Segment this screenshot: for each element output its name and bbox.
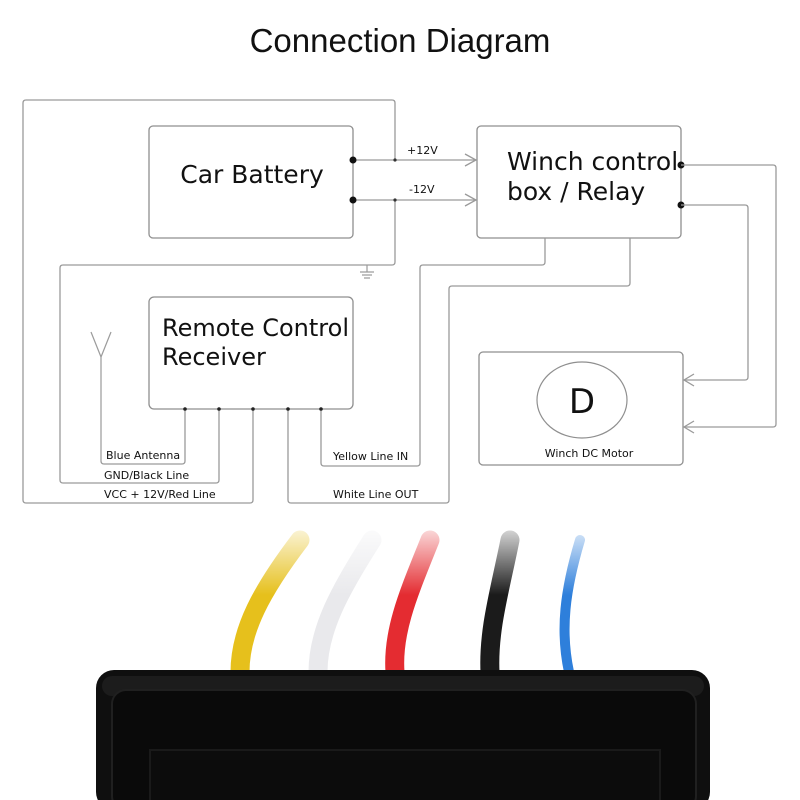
gnd-wire xyxy=(59,200,396,484)
relay-label-line2: box / Relay xyxy=(507,177,645,206)
yellow-line-label: Yellow Line IN xyxy=(332,450,408,463)
receiver-box xyxy=(148,296,354,410)
receiver-label-line1: Remote Control xyxy=(162,314,349,342)
blue-antenna-label: Blue Antenna xyxy=(106,449,180,462)
negative-voltage-label: -12V xyxy=(409,183,435,196)
motor-symbol-circle xyxy=(536,361,628,439)
relay-box xyxy=(476,125,682,239)
car-battery-box xyxy=(148,125,354,239)
white-line-wire xyxy=(287,238,631,504)
motor-wire-1 xyxy=(681,164,777,428)
yellow-line-wire xyxy=(320,238,546,467)
vcc-label: VCC + 12V/Red Line xyxy=(104,488,216,501)
vcc-wire xyxy=(22,99,396,504)
relay-label-line1: Winch control xyxy=(507,147,678,176)
car-battery-label: Car Battery xyxy=(180,160,324,189)
ground-icon xyxy=(360,265,374,279)
motor-wire-2 xyxy=(681,204,749,381)
product-photo xyxy=(80,515,720,800)
blue-antenna-wire xyxy=(100,410,186,465)
gnd-label: GND/Black Line xyxy=(104,469,189,482)
white-line-label: White Line OUT xyxy=(333,488,419,501)
motor-label: Winch DC Motor xyxy=(545,447,634,460)
diagram-title: Connection Diagram xyxy=(249,22,551,59)
motor-symbol: D xyxy=(569,382,595,422)
positive-voltage-label: +12V xyxy=(407,144,438,157)
antenna-icon xyxy=(90,331,112,461)
receiver-label-line2: Receiver xyxy=(162,343,266,371)
